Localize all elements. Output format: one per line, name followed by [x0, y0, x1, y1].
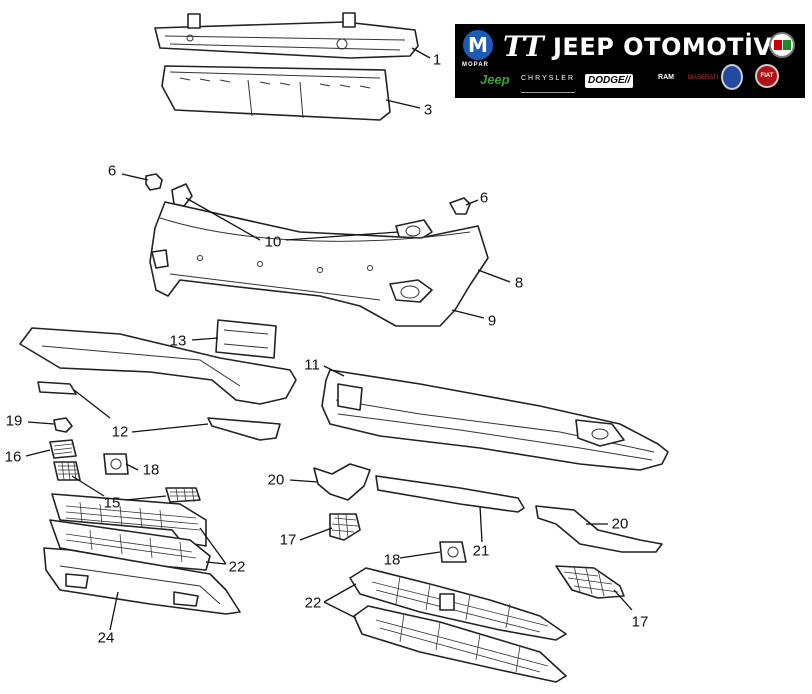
part-8-upper-fascia [149, 201, 489, 327]
jeep-logo: Jeep [480, 72, 510, 87]
callout-18-right: 18 [383, 551, 401, 569]
part-6-bracket-left [145, 173, 163, 191]
lancia-logo-icon [721, 64, 743, 90]
part-22-lower-grille-lower [49, 519, 211, 571]
part-11-lower-fascia [321, 369, 669, 471]
callout-17-left: 17 [279, 531, 297, 549]
callout-22-left: 22 [228, 558, 246, 576]
part-15-grille-insert-left [53, 461, 81, 481]
alfa-romeo-logo-icon [769, 32, 795, 58]
callout-24: 24 [97, 629, 115, 647]
callout-17-right: 17 [631, 613, 649, 631]
callout-6-left: 6 [107, 162, 117, 180]
callout-16: 16 [4, 448, 22, 466]
part-15-grille-insert-right [165, 487, 201, 503]
fiat-logo: FIAT [755, 64, 779, 88]
callout-10: 10 [264, 233, 282, 251]
callout-20-left: 20 [267, 471, 285, 489]
callout-1: 1 [432, 51, 442, 69]
part-17-grille-left [329, 513, 361, 541]
brand-banner: M MOPAR TT JEEP OTOMOTİV Jeep CHRYSLER D… [455, 24, 805, 98]
maserati-logo: MASERATI [688, 75, 719, 81]
callout-19: 19 [5, 412, 23, 430]
brand-name: JEEP OTOMOTİV [553, 33, 773, 61]
part-19-clip [53, 417, 73, 433]
part-3-energy-absorber [161, 65, 391, 121]
mopar-logo-icon: M [463, 30, 493, 60]
tt-logo: TT [503, 30, 544, 63]
callout-15: 15 [103, 494, 121, 512]
part-20-bracket-left [313, 463, 371, 501]
callout-11: 11 [304, 356, 320, 374]
callout-9: 9 [487, 312, 497, 330]
part-13-license-plate-bracket [215, 319, 277, 359]
part-21-chrome-strip [375, 475, 525, 513]
part-22-lower-grille-right-lower [353, 605, 567, 683]
part-10-tow-cap-left [171, 183, 193, 207]
part-12-skid-strip-right [207, 417, 281, 441]
callout-13: 13 [169, 332, 187, 350]
lower-fascia-left-view [19, 327, 297, 405]
ram-logo: RAM [658, 74, 674, 81]
callout-20-right: 20 [611, 515, 629, 533]
part-18-cap-right [439, 541, 467, 563]
callout-8: 8 [514, 274, 524, 292]
callout-22-right: 22 [304, 594, 322, 612]
callout-12: 12 [111, 423, 129, 441]
dodge-logo: DODGE// [585, 74, 634, 88]
part-17-grille-right [555, 565, 625, 599]
part-12-skid-strip-left [37, 381, 77, 395]
callout-21: 21 [472, 542, 490, 560]
callout-18-left: 18 [142, 461, 160, 479]
part-1-reinforcement-beam [154, 12, 419, 59]
part-24-grille-surround [43, 547, 241, 615]
part-18-cap-left [103, 453, 129, 475]
part-6-bracket-right [449, 197, 471, 215]
chrysler-logo: CHRYSLER [521, 72, 575, 93]
leader-lines [25, 47, 633, 631]
callout-3: 3 [423, 101, 433, 119]
mopar-label: MOPAR [462, 62, 489, 68]
part-20-bracket-right [535, 505, 663, 553]
part-16-bezel [49, 439, 77, 459]
part-22-lower-grille-right-upper [349, 567, 567, 641]
callout-6-right: 6 [479, 189, 489, 207]
